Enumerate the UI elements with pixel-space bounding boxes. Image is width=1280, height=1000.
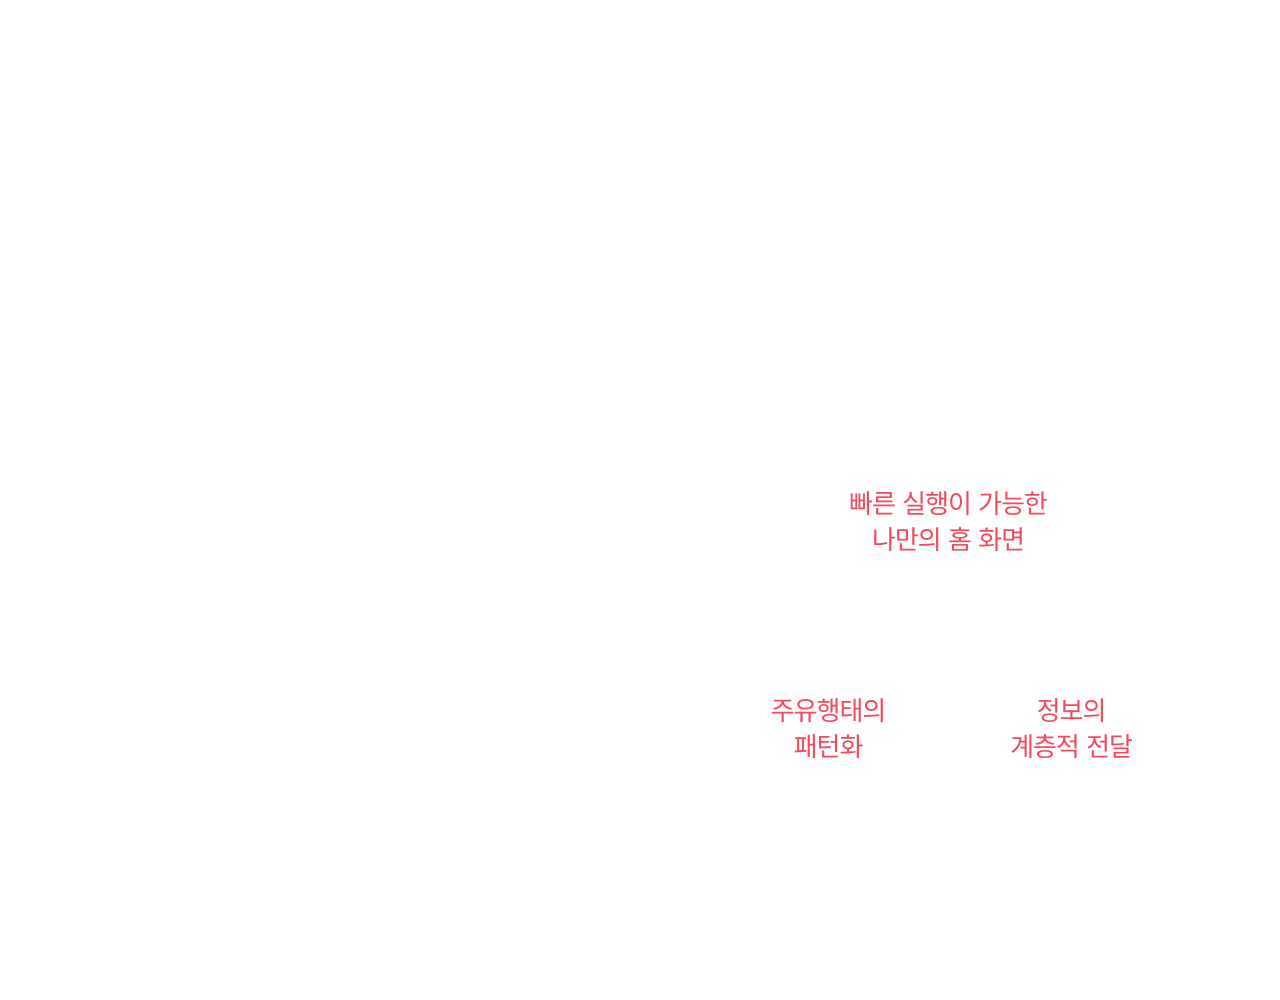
label-refueling-pattern: 주유행태의 패턴화 — [770, 694, 887, 766]
label-top-line-1: 빠른 실행이 가능한 — [849, 490, 1048, 520]
label-hierarchical-info: 정보의 계층적 전달 — [1010, 694, 1133, 766]
label-right-line-1: 정보의 — [1036, 697, 1107, 727]
label-right-line-2: 계층적 전달 — [1010, 733, 1133, 763]
label-top-line-2: 나만의 홈 화면 — [871, 526, 1025, 556]
label-left-line-2: 패턴화 — [793, 733, 864, 763]
label-quick-home-screen: 빠른 실행이 가능한 나만의 홈 화면 — [849, 487, 1048, 559]
label-left-line-1: 주유행태의 — [770, 697, 887, 727]
